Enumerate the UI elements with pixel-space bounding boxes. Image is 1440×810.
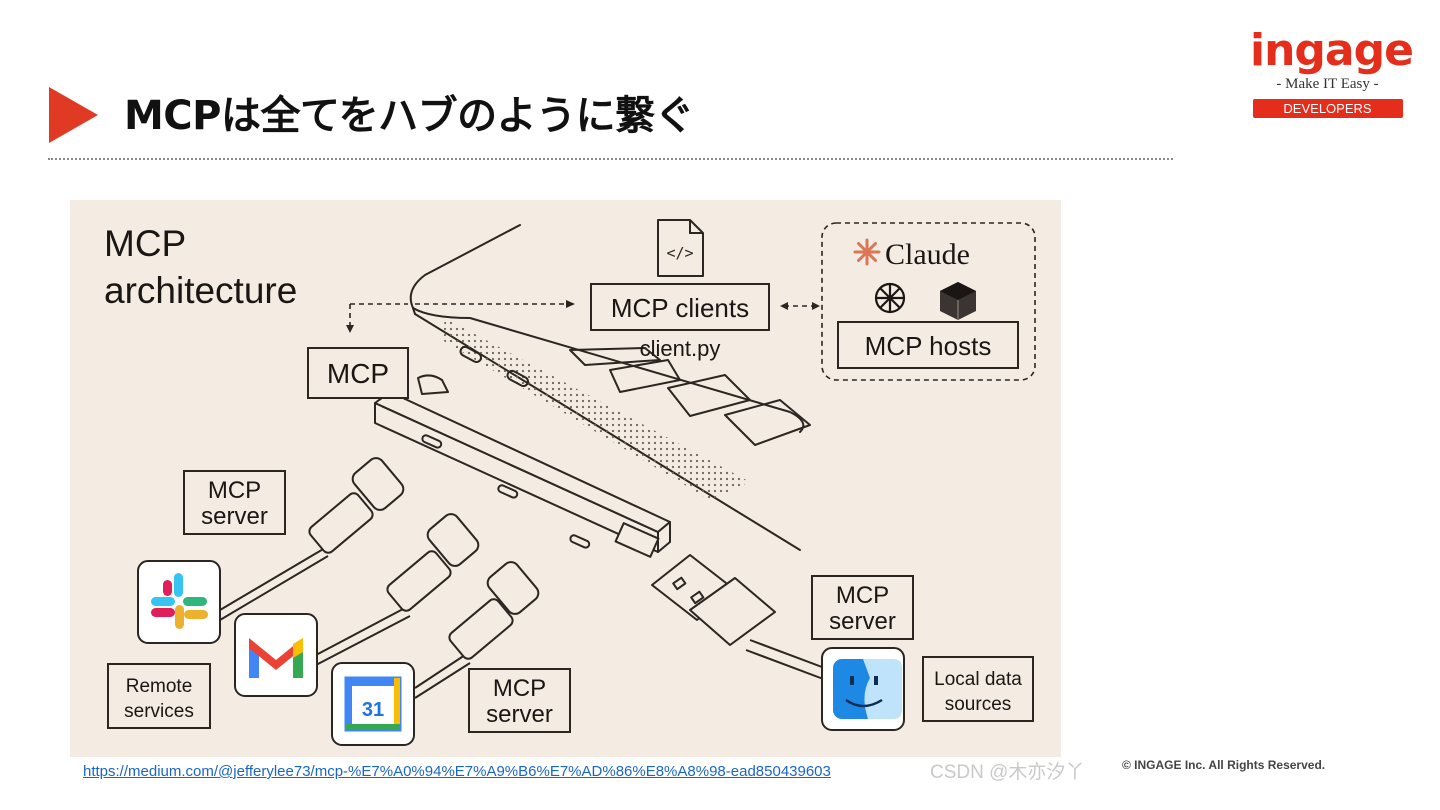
mcp-clients-box (590, 283, 770, 331)
diagram-heading-line2: architecture (104, 270, 297, 311)
usb-c-cables (219, 457, 540, 699)
finder-icon (821, 647, 905, 731)
logo-tagline: - Make IT Easy - (1276, 76, 1379, 92)
mcp-server-left-box (183, 470, 286, 535)
laptop-port-1 (459, 345, 483, 363)
mcp-server-right-box (811, 575, 914, 640)
mcp-architecture-diagram: MCP architecture </> MCP clients client.… (70, 200, 1061, 757)
local-data-line2: sources (945, 694, 1012, 715)
local-data-sources-box (922, 656, 1034, 722)
key-3 (667, 374, 751, 417)
logo-badge: DEVELOPERS (1252, 99, 1403, 118)
remote-services-box (107, 663, 211, 729)
hub-port-2 (497, 484, 519, 499)
diagram-heading-line1: MCP (104, 223, 186, 264)
cable-slack-line (219, 547, 326, 611)
mcp-server-bottom-box (468, 668, 571, 733)
client-file-label: client.py (640, 336, 721, 361)
source-link[interactable]: https://medium.com/@jefferylee73/mcp-%E7… (83, 763, 831, 780)
gmail-icon (234, 613, 318, 697)
file-code-text: </> (666, 244, 693, 262)
connector-arrowheads (346, 300, 820, 333)
company-logo: ingage - Make IT Easy - DEVELOPERS (1250, 25, 1414, 118)
laptop-port-2 (506, 369, 530, 387)
file-code-icon: </> (657, 219, 704, 277)
mcp-hub-label: MCP (327, 358, 389, 389)
hub-port-3 (569, 534, 591, 549)
laptop-lid (409, 224, 521, 309)
cable-connector-2 (426, 513, 480, 567)
usb-a-plug (651, 554, 831, 681)
usb-hub-illustration (374, 374, 671, 558)
mcp-server-bottom-line1: MCP (493, 675, 546, 702)
cable-connector-3 (486, 561, 540, 615)
copyright-text: © INGAGE Inc. All Rights Reserved. (1122, 758, 1326, 772)
dashed-connectors (349, 303, 816, 328)
slack-icon (137, 560, 221, 644)
mcp-hub-box (307, 347, 409, 399)
cable-connector-1 (351, 457, 405, 511)
title-triangle-icon (49, 87, 98, 143)
claude-label: Claude (885, 238, 970, 271)
mcp-server-right-line1: MCP (836, 582, 889, 609)
mcp-server-bottom-line2: server (486, 701, 553, 728)
cable-finder-line (749, 639, 831, 671)
remote-services-line1: Remote (126, 676, 193, 697)
hub-usb-a-port (614, 522, 660, 558)
google-calendar-icon: 31 (331, 662, 415, 746)
laptop-illustration (409, 224, 811, 551)
cable-gmail-line (315, 607, 406, 656)
logo-wordmark: ingage (1250, 25, 1414, 76)
key-2 (609, 359, 681, 393)
claude-icon (853, 238, 881, 266)
mcp-hosts-group (821, 222, 1036, 381)
cable-calendar-line (414, 654, 466, 689)
cube-icon (940, 282, 976, 320)
laptop-base-edge (412, 307, 805, 433)
remote-services-line2: services (124, 701, 194, 722)
diagram-canvas: MCP architecture </> MCP clients client.… (70, 200, 1061, 757)
csdn-watermark: CSDN @木亦汐丫 (930, 762, 1085, 783)
mcp-hosts-label: MCP hosts (865, 331, 992, 361)
title-divider (48, 158, 1173, 160)
mcp-hosts-box (837, 321, 1019, 369)
calendar-number: 31 (362, 699, 384, 721)
key-1 (569, 347, 661, 366)
local-data-line1: Local data (934, 669, 1022, 690)
mcp-clients-label: MCP clients (611, 293, 749, 323)
mcp-server-left-line1: MCP (208, 477, 261, 504)
mcp-server-right-line2: server (829, 608, 896, 635)
hub-port-1 (421, 434, 443, 449)
key-4 (724, 399, 811, 446)
mcp-server-left-line2: server (201, 503, 268, 530)
slide-title: MCPは全てをハブのように繋ぐ (124, 93, 695, 139)
speaker-grille (442, 318, 750, 500)
openai-icon (874, 282, 906, 314)
